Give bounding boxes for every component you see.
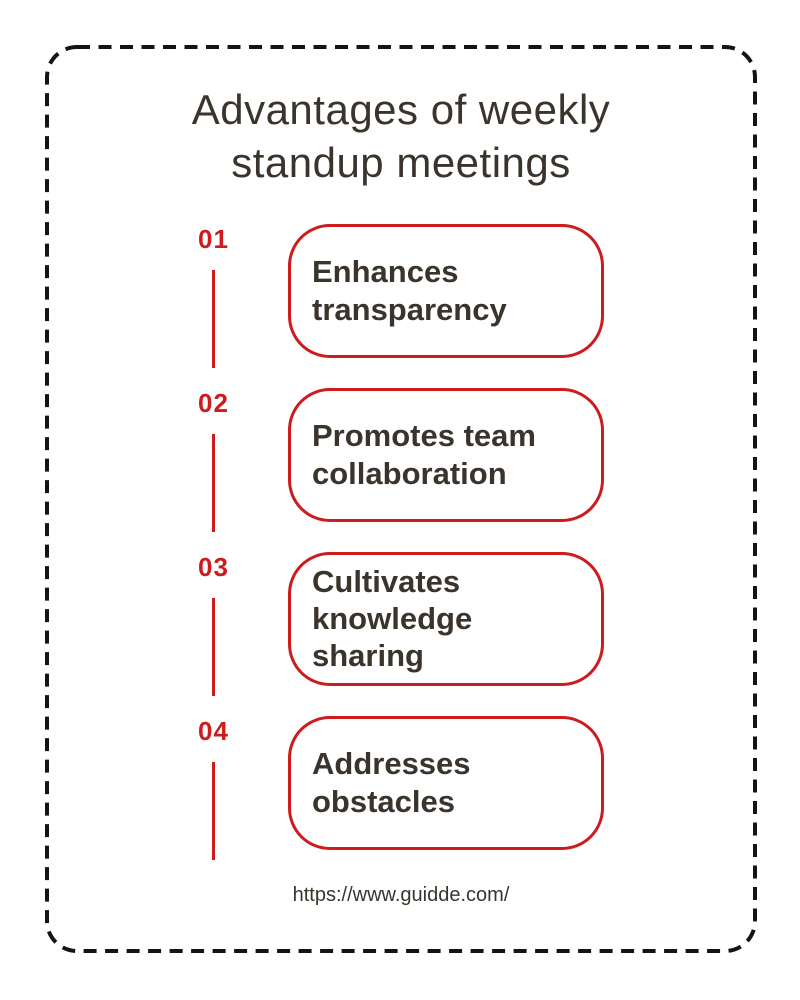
advantage-box: Promotes team collaboration: [288, 387, 604, 522]
item-marker: 01: [198, 223, 288, 368]
advantage-item-3: 03 Cultivates knowledge sharing: [198, 551, 604, 696]
advantage-item-2: 02 Promotes team collaboration: [198, 387, 604, 532]
item-marker: 03: [198, 551, 288, 696]
advantage-box: Cultivates knowledge sharing: [288, 551, 604, 686]
advantage-label: Promotes team collaboration: [312, 418, 536, 491]
advantage-list: 01 Enhances transparency 02 Promotes tea…: [198, 223, 604, 860]
advantage-item-4: 04 Addresses obstacles: [198, 715, 604, 860]
advantage-item-1: 01 Enhances transparency: [198, 223, 604, 368]
advantage-box: Addresses obstacles: [288, 715, 604, 850]
connector-line: [212, 433, 215, 532]
item-marker: 02: [198, 387, 288, 532]
connector-line: [212, 597, 215, 696]
connector-line: [212, 761, 215, 860]
advantage-label: Cultivates knowledge sharing: [312, 563, 473, 674]
item-marker: 04: [198, 715, 288, 860]
item-number: 03: [198, 551, 229, 582]
connector-line: [212, 269, 215, 368]
advantage-box: Enhances transparency: [288, 223, 604, 358]
advantage-label: Enhances transparency: [312, 254, 507, 327]
advantage-label: Addresses obstacles: [312, 746, 471, 819]
item-number: 04: [198, 715, 229, 746]
footer-url: https://www.guidde.com/: [292, 883, 510, 906]
infographic-content: Advantages of weekly standup meetings 01…: [47, 47, 755, 951]
item-number: 02: [198, 387, 229, 418]
page-title: Advantages of weekly standup meetings: [191, 86, 611, 187]
item-number: 01: [198, 223, 229, 254]
